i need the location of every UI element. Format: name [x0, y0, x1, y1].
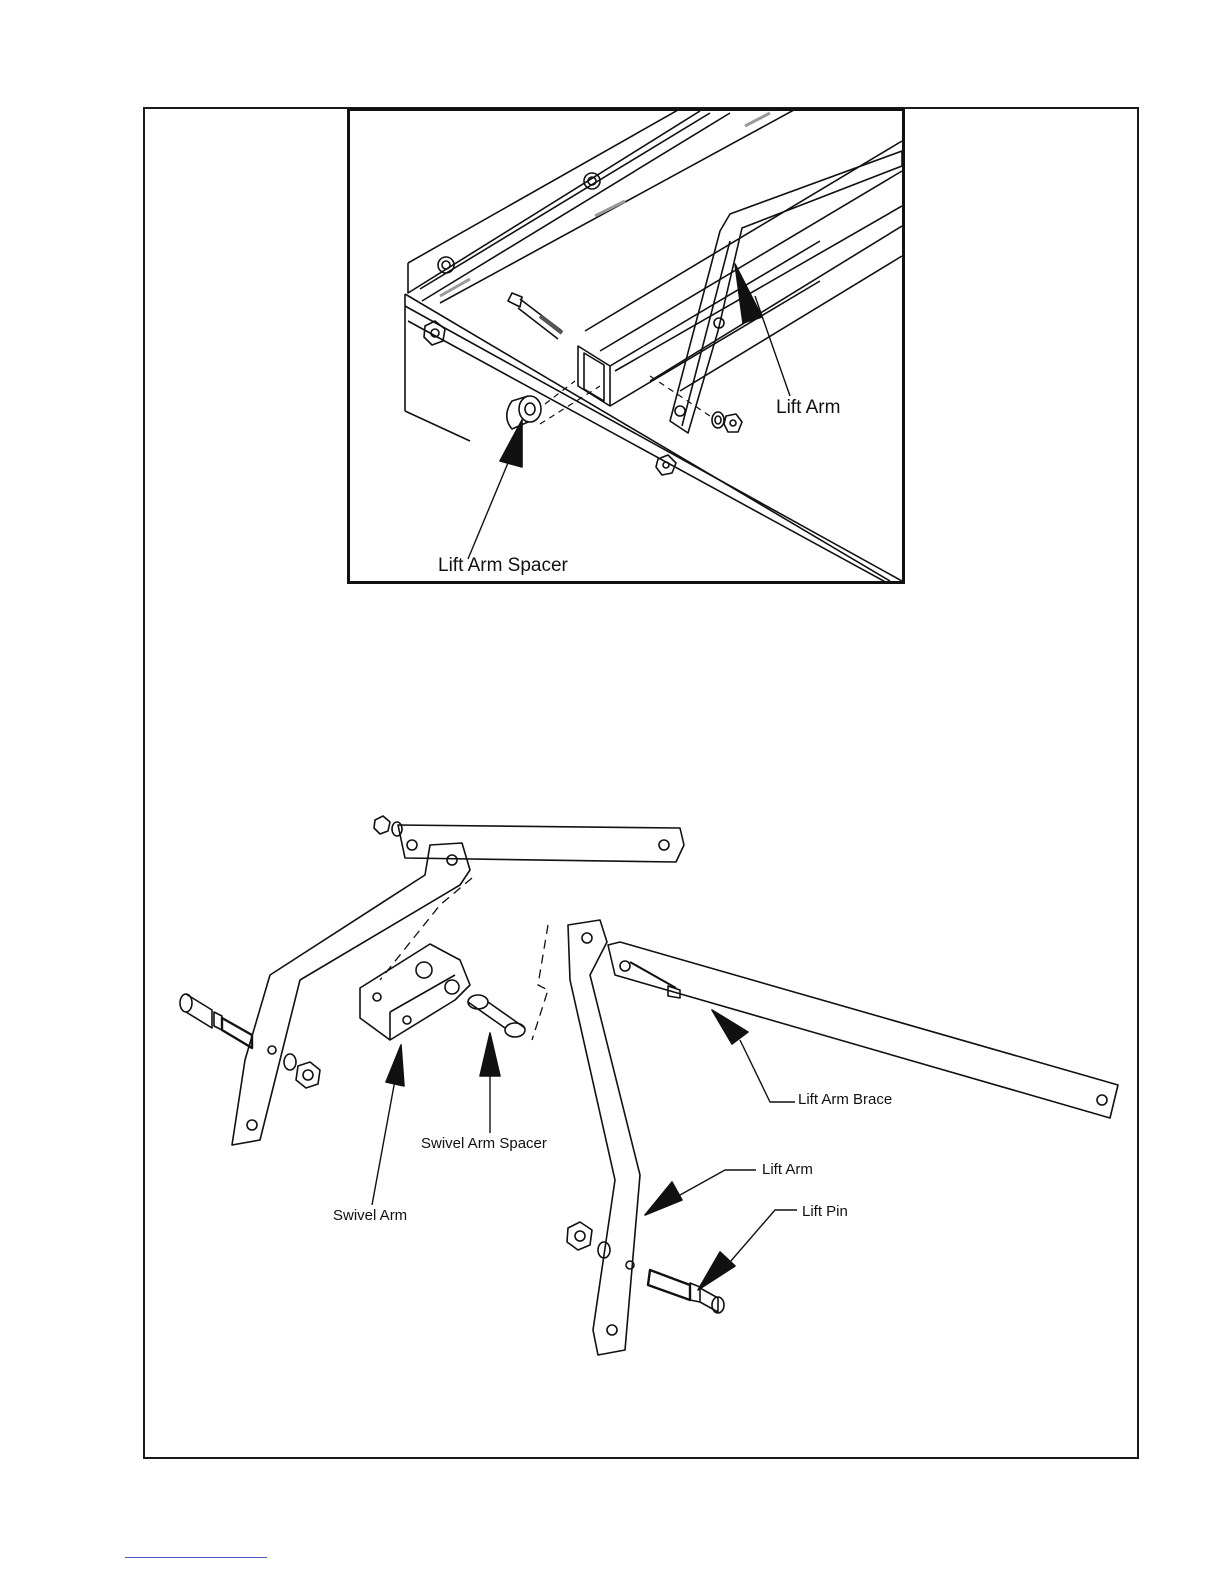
label-swivel-arm-spacer: Swivel Arm Spacer: [421, 1135, 547, 1152]
lift-arm-nut: [712, 412, 742, 432]
top-figure-inset: Lift Arm Lift Arm Spacer: [347, 108, 905, 584]
label-lift-pin: Lift Pin: [802, 1203, 848, 1220]
front-bolt-head: [424, 321, 445, 345]
lift-arm-bolt: [508, 293, 562, 339]
label-lift-arm-spacer: Lift Arm Spacer: [438, 555, 568, 577]
lift-arm-part: [670, 151, 902, 433]
lift-arm-spacer-part: [507, 396, 541, 429]
label-lift-arm: Lift Arm: [776, 397, 840, 419]
label-swivel-arm: Swivel Arm: [333, 1207, 407, 1224]
footer-rule: [125, 1557, 267, 1558]
label-lift-arm-lower: Lift Arm: [762, 1161, 813, 1178]
deck-assembly-drawing: [350, 111, 902, 581]
label-lift-arm-brace: Lift Arm Brace: [798, 1091, 892, 1108]
